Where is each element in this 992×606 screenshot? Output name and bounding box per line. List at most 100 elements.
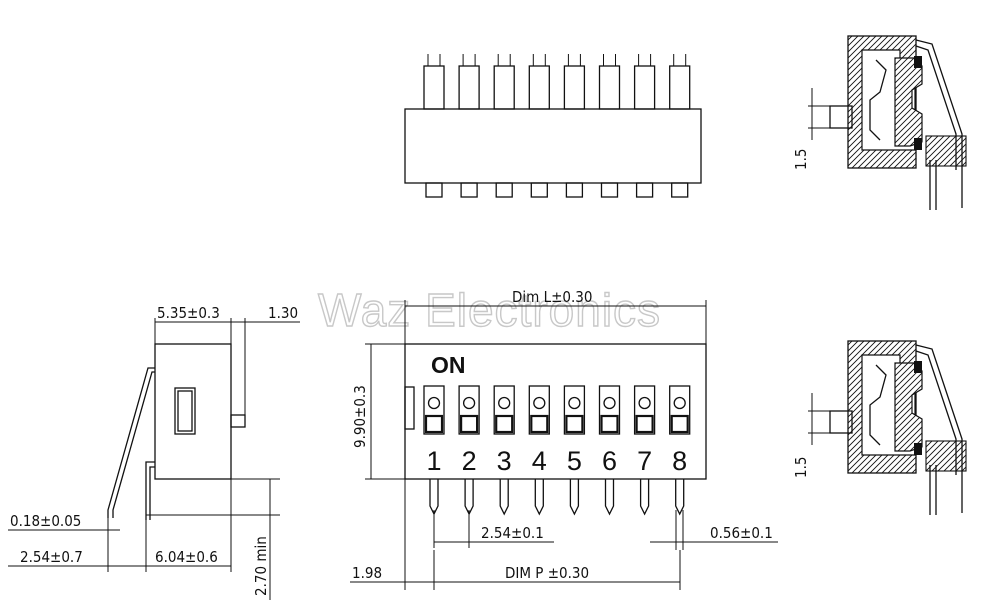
- watermark-text: Waz Electronics: [318, 284, 661, 336]
- switch-actuator-2: [460, 414, 479, 434]
- top-pin-6: [598, 65, 621, 110]
- top-pin-foot-1: [425, 182, 443, 198]
- switch-circle-1: [427, 396, 441, 410]
- switch-slot-2: [458, 385, 480, 435]
- switch-number-6: 6: [602, 446, 617, 476]
- dim-l-label: Dim L±0.30: [512, 288, 592, 306]
- front-lead-3: [499, 479, 509, 516]
- on-label: ON: [431, 352, 466, 378]
- front-lead-2: [464, 479, 474, 516]
- top-pin-foot-6: [600, 182, 619, 198]
- side-notch: [404, 386, 415, 430]
- section-slider: [894, 57, 923, 147]
- top-pin-foot-4: [530, 182, 548, 198]
- side-view-body: [154, 343, 232, 480]
- switch-circle-5: [568, 396, 581, 410]
- switch-slot-6: [598, 385, 621, 435]
- switch-number-7: 7: [637, 446, 652, 476]
- lead-len-label: 2.70 min: [252, 536, 270, 596]
- edge-label: 1.98: [352, 564, 382, 582]
- switch-number-5: 5: [567, 446, 582, 476]
- lead-outer-2: [112, 371, 155, 518]
- side-view: 5.35±0.3 1.30 0.18±0.05 2.54±0.7 6.04±0.…: [8, 304, 300, 600]
- top-pin-foot-2: [460, 182, 478, 198]
- pitch-label: 2.54±0.1: [481, 524, 544, 542]
- section-top-dim-label: 1.5: [792, 149, 810, 170]
- top-pin-1: [423, 65, 445, 110]
- section-spring: [869, 364, 887, 446]
- lead-span-label: 6.04±0.6: [155, 548, 218, 566]
- section-lead-outer-2: [915, 45, 957, 170]
- section-bottom-dim-label: 1.5: [792, 457, 810, 478]
- switch-slot-5: [563, 385, 586, 435]
- switch-circle-7: [638, 396, 651, 410]
- top-view-body: [404, 108, 702, 184]
- actuator-label: 1.30: [268, 304, 298, 322]
- top-pin-foot-7: [635, 182, 654, 198]
- top-pin-5: [563, 65, 586, 110]
- switch-circle-2: [462, 396, 476, 410]
- top-pin-4: [528, 65, 550, 110]
- switch-slot-4: [528, 385, 550, 435]
- switch-actuator-3: [495, 414, 514, 434]
- top-pin-foot-5: [565, 182, 584, 198]
- front-lead-4: [534, 479, 544, 516]
- lead-inner: [145, 461, 155, 520]
- top-pin-foot-8: [671, 182, 689, 198]
- section-view-bottom: [808, 340, 967, 515]
- side-window-inner: [177, 390, 193, 432]
- section-view-top: [808, 35, 967, 210]
- side-window: [174, 387, 196, 435]
- top-pin-8: [669, 65, 691, 110]
- section-pad: [925, 135, 967, 167]
- side-depth-label: 5.35±0.3: [157, 304, 220, 322]
- switch-number-1: 1: [426, 446, 441, 476]
- section-contact-top: [914, 56, 922, 68]
- section-slider: [894, 362, 923, 452]
- switch-circle-8: [673, 396, 686, 410]
- switch-number-8: 8: [672, 446, 687, 476]
- actuator-tab: [230, 414, 246, 428]
- switch-actuator-1: [424, 414, 444, 434]
- lead-inner-2: [149, 466, 155, 520]
- section-spring: [869, 59, 887, 141]
- switch-slot-1: [423, 385, 445, 435]
- top-pin-3: [493, 65, 515, 110]
- switch-number-3: 3: [497, 446, 512, 476]
- section-contact-top: [914, 361, 922, 373]
- section-contact-bottom: [914, 138, 922, 150]
- switch-actuator-8: [670, 414, 689, 434]
- switch-circle-3: [498, 396, 511, 410]
- section-lead-outer: [915, 39, 963, 208]
- pin-width-label: 0.56±0.1: [710, 524, 773, 542]
- front-lead-5: [569, 479, 580, 516]
- top-pin-foot-3: [495, 182, 513, 198]
- switch-actuator-4: [530, 414, 549, 434]
- lead-outer: [107, 367, 155, 518]
- dim-p-label: DIM P ±0.30: [505, 564, 589, 582]
- switch-slot-3: [493, 385, 515, 435]
- switch-circle-4: [533, 396, 546, 410]
- top-pin-7: [633, 65, 656, 110]
- pin-thick-label: 0.18±0.05: [10, 512, 81, 530]
- switch-circle-6: [603, 396, 616, 410]
- top-pin-2: [458, 65, 480, 110]
- switch-actuator-6: [600, 414, 619, 434]
- front-lead-8: [675, 479, 685, 516]
- section-contact-bottom: [914, 443, 922, 455]
- switch-slot-8: [669, 385, 691, 435]
- section-lead-outer-2: [915, 350, 957, 475]
- front-lead-7: [639, 479, 650, 516]
- section-lead-outer: [915, 344, 963, 513]
- front-lead-1: [429, 479, 439, 516]
- switch-number-4: 4: [532, 446, 547, 476]
- height-label: 9.90±0.3: [351, 385, 369, 448]
- switch-number-2: 2: [462, 446, 477, 476]
- top-view: [404, 54, 702, 198]
- switch-actuator-5: [565, 414, 584, 434]
- front-lead-6: [604, 479, 615, 516]
- section-pad: [925, 440, 967, 472]
- lead-offset-label: 2.54±0.7: [20, 548, 83, 566]
